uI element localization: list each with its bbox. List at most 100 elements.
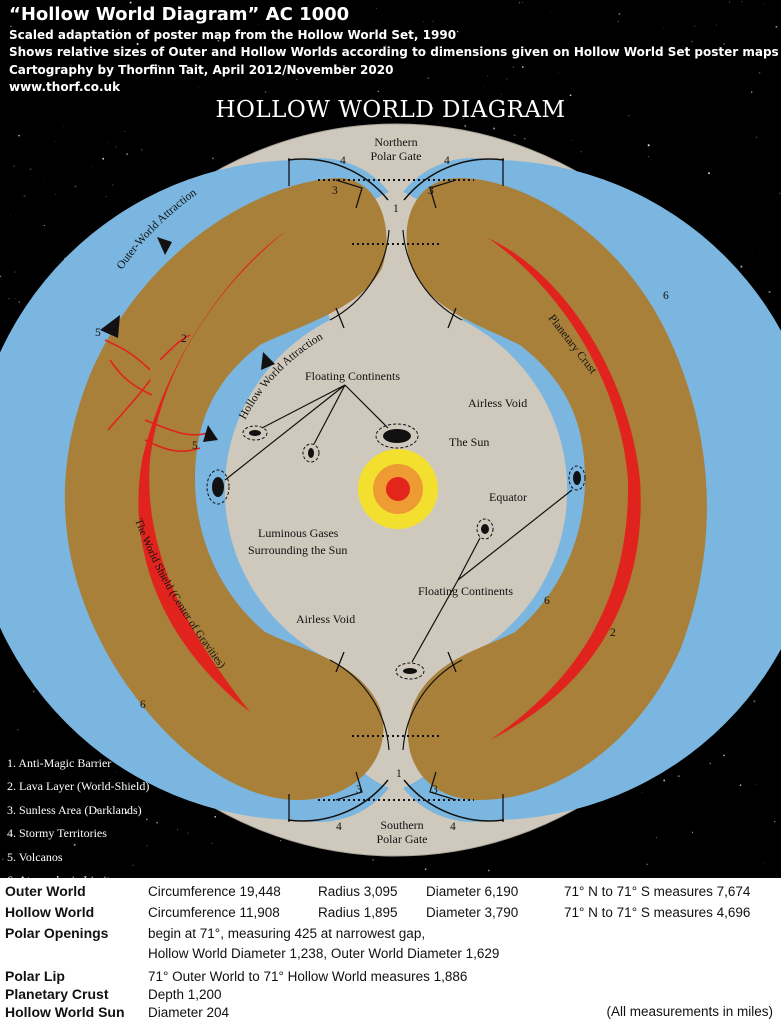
star — [423, 21, 425, 22]
star — [257, 23, 259, 25]
star — [522, 66, 524, 68]
star — [131, 32, 132, 34]
star — [115, 146, 117, 148]
star — [271, 15, 273, 17]
star — [385, 45, 387, 47]
hollow-radius: Radius 1,895 — [318, 905, 398, 920]
region-ticks — [288, 158, 504, 822]
star — [760, 155, 762, 157]
star — [709, 762, 711, 765]
equator-label: Equator — [489, 490, 527, 504]
star — [146, 845, 148, 847]
star — [325, 108, 327, 110]
star — [264, 91, 267, 93]
star — [759, 250, 760, 251]
star — [18, 134, 20, 137]
star — [487, 869, 490, 872]
units-note: (All measurements in miles) — [606, 1004, 773, 1019]
star — [92, 166, 94, 168]
star — [14, 271, 16, 273]
sun-label: The Sun — [449, 435, 489, 449]
north-inner-right — [402, 229, 463, 321]
star — [44, 175, 46, 177]
hollow-span: 71° N to 71° S measures 4,696 — [564, 905, 751, 920]
legend-item: 3. Sunless Area (Darklands) — [7, 802, 142, 817]
star — [214, 816, 216, 818]
polar-openings-line-2: Hollow World Diameter 1,238, Outer World… — [148, 946, 500, 961]
airless-void-label-top: Airless Void — [468, 396, 527, 410]
star — [506, 78, 508, 80]
star — [14, 298, 16, 299]
star — [18, 301, 21, 303]
star — [59, 95, 60, 97]
legend-item: 5. Volcanos — [7, 849, 63, 864]
star — [707, 172, 711, 175]
star — [108, 143, 110, 144]
star — [372, 71, 375, 74]
star — [140, 148, 143, 151]
star — [69, 64, 72, 67]
star — [342, 65, 345, 68]
north-gate-label-2: Polar Gate — [371, 149, 422, 163]
darklands-brackets — [335, 179, 457, 801]
star — [89, 193, 91, 194]
outer-diameter: Diameter 6,190 — [426, 884, 519, 899]
star — [74, 185, 77, 188]
star — [0, 275, 2, 278]
star — [647, 144, 650, 147]
south-gate-label-2: Polar Gate — [377, 832, 428, 846]
star — [758, 71, 761, 74]
star — [728, 1, 731, 3]
star — [617, 20, 619, 23]
star — [764, 4, 765, 5]
star — [136, 42, 139, 46]
star — [54, 141, 56, 143]
star — [486, 75, 488, 77]
star — [571, 140, 573, 141]
hollow-diameter: Diameter 3,790 — [426, 905, 519, 920]
star — [691, 40, 693, 43]
star — [211, 157, 214, 160]
star — [655, 836, 657, 839]
star — [117, 28, 120, 31]
star — [753, 700, 756, 703]
star — [646, 863, 649, 866]
south-inner-right — [402, 659, 463, 751]
star — [326, 9, 328, 11]
star — [335, 58, 337, 60]
star — [431, 107, 434, 109]
star — [280, 840, 282, 842]
outer-circumference: Circumference 19,448 — [148, 884, 281, 899]
num-3-nw: 3 — [332, 185, 338, 197]
num-5-left: 5 — [95, 327, 101, 339]
polar-openings-line-1: begin at 71°, measuring 425 at narrowest… — [148, 926, 426, 941]
north-gate-label-1: Northern — [374, 135, 417, 149]
right-hemisphere-crust — [406, 178, 707, 800]
legend-item: 2. Lava Layer (World-Shield) — [7, 779, 150, 794]
num-4-se: 4 — [450, 821, 456, 833]
star — [204, 824, 205, 826]
measurements-table: Outer World Circumference 19,448 Radius … — [0, 878, 781, 1024]
star — [32, 690, 35, 693]
star — [17, 729, 19, 731]
star — [245, 50, 247, 52]
star — [740, 265, 743, 268]
star — [618, 13, 621, 15]
num-6-inner: 6 — [544, 595, 550, 607]
star — [452, 114, 454, 116]
legend: 1. Anti-Magic Barrier 2. Lava Layer (Wor… — [7, 752, 149, 878]
star — [376, 7, 377, 9]
star — [522, 2, 523, 3]
south-gate-label-1: Southern — [380, 818, 423, 832]
star — [462, 117, 464, 119]
star — [23, 194, 26, 197]
north-lip-right — [403, 158, 505, 201]
star — [296, 78, 298, 81]
floating-continents-label-top: Floating Continents — [305, 369, 400, 383]
star — [2, 858, 4, 860]
star — [73, 843, 76, 846]
star — [217, 39, 220, 42]
star — [10, 25, 12, 27]
star — [326, 100, 329, 102]
star — [715, 24, 717, 26]
